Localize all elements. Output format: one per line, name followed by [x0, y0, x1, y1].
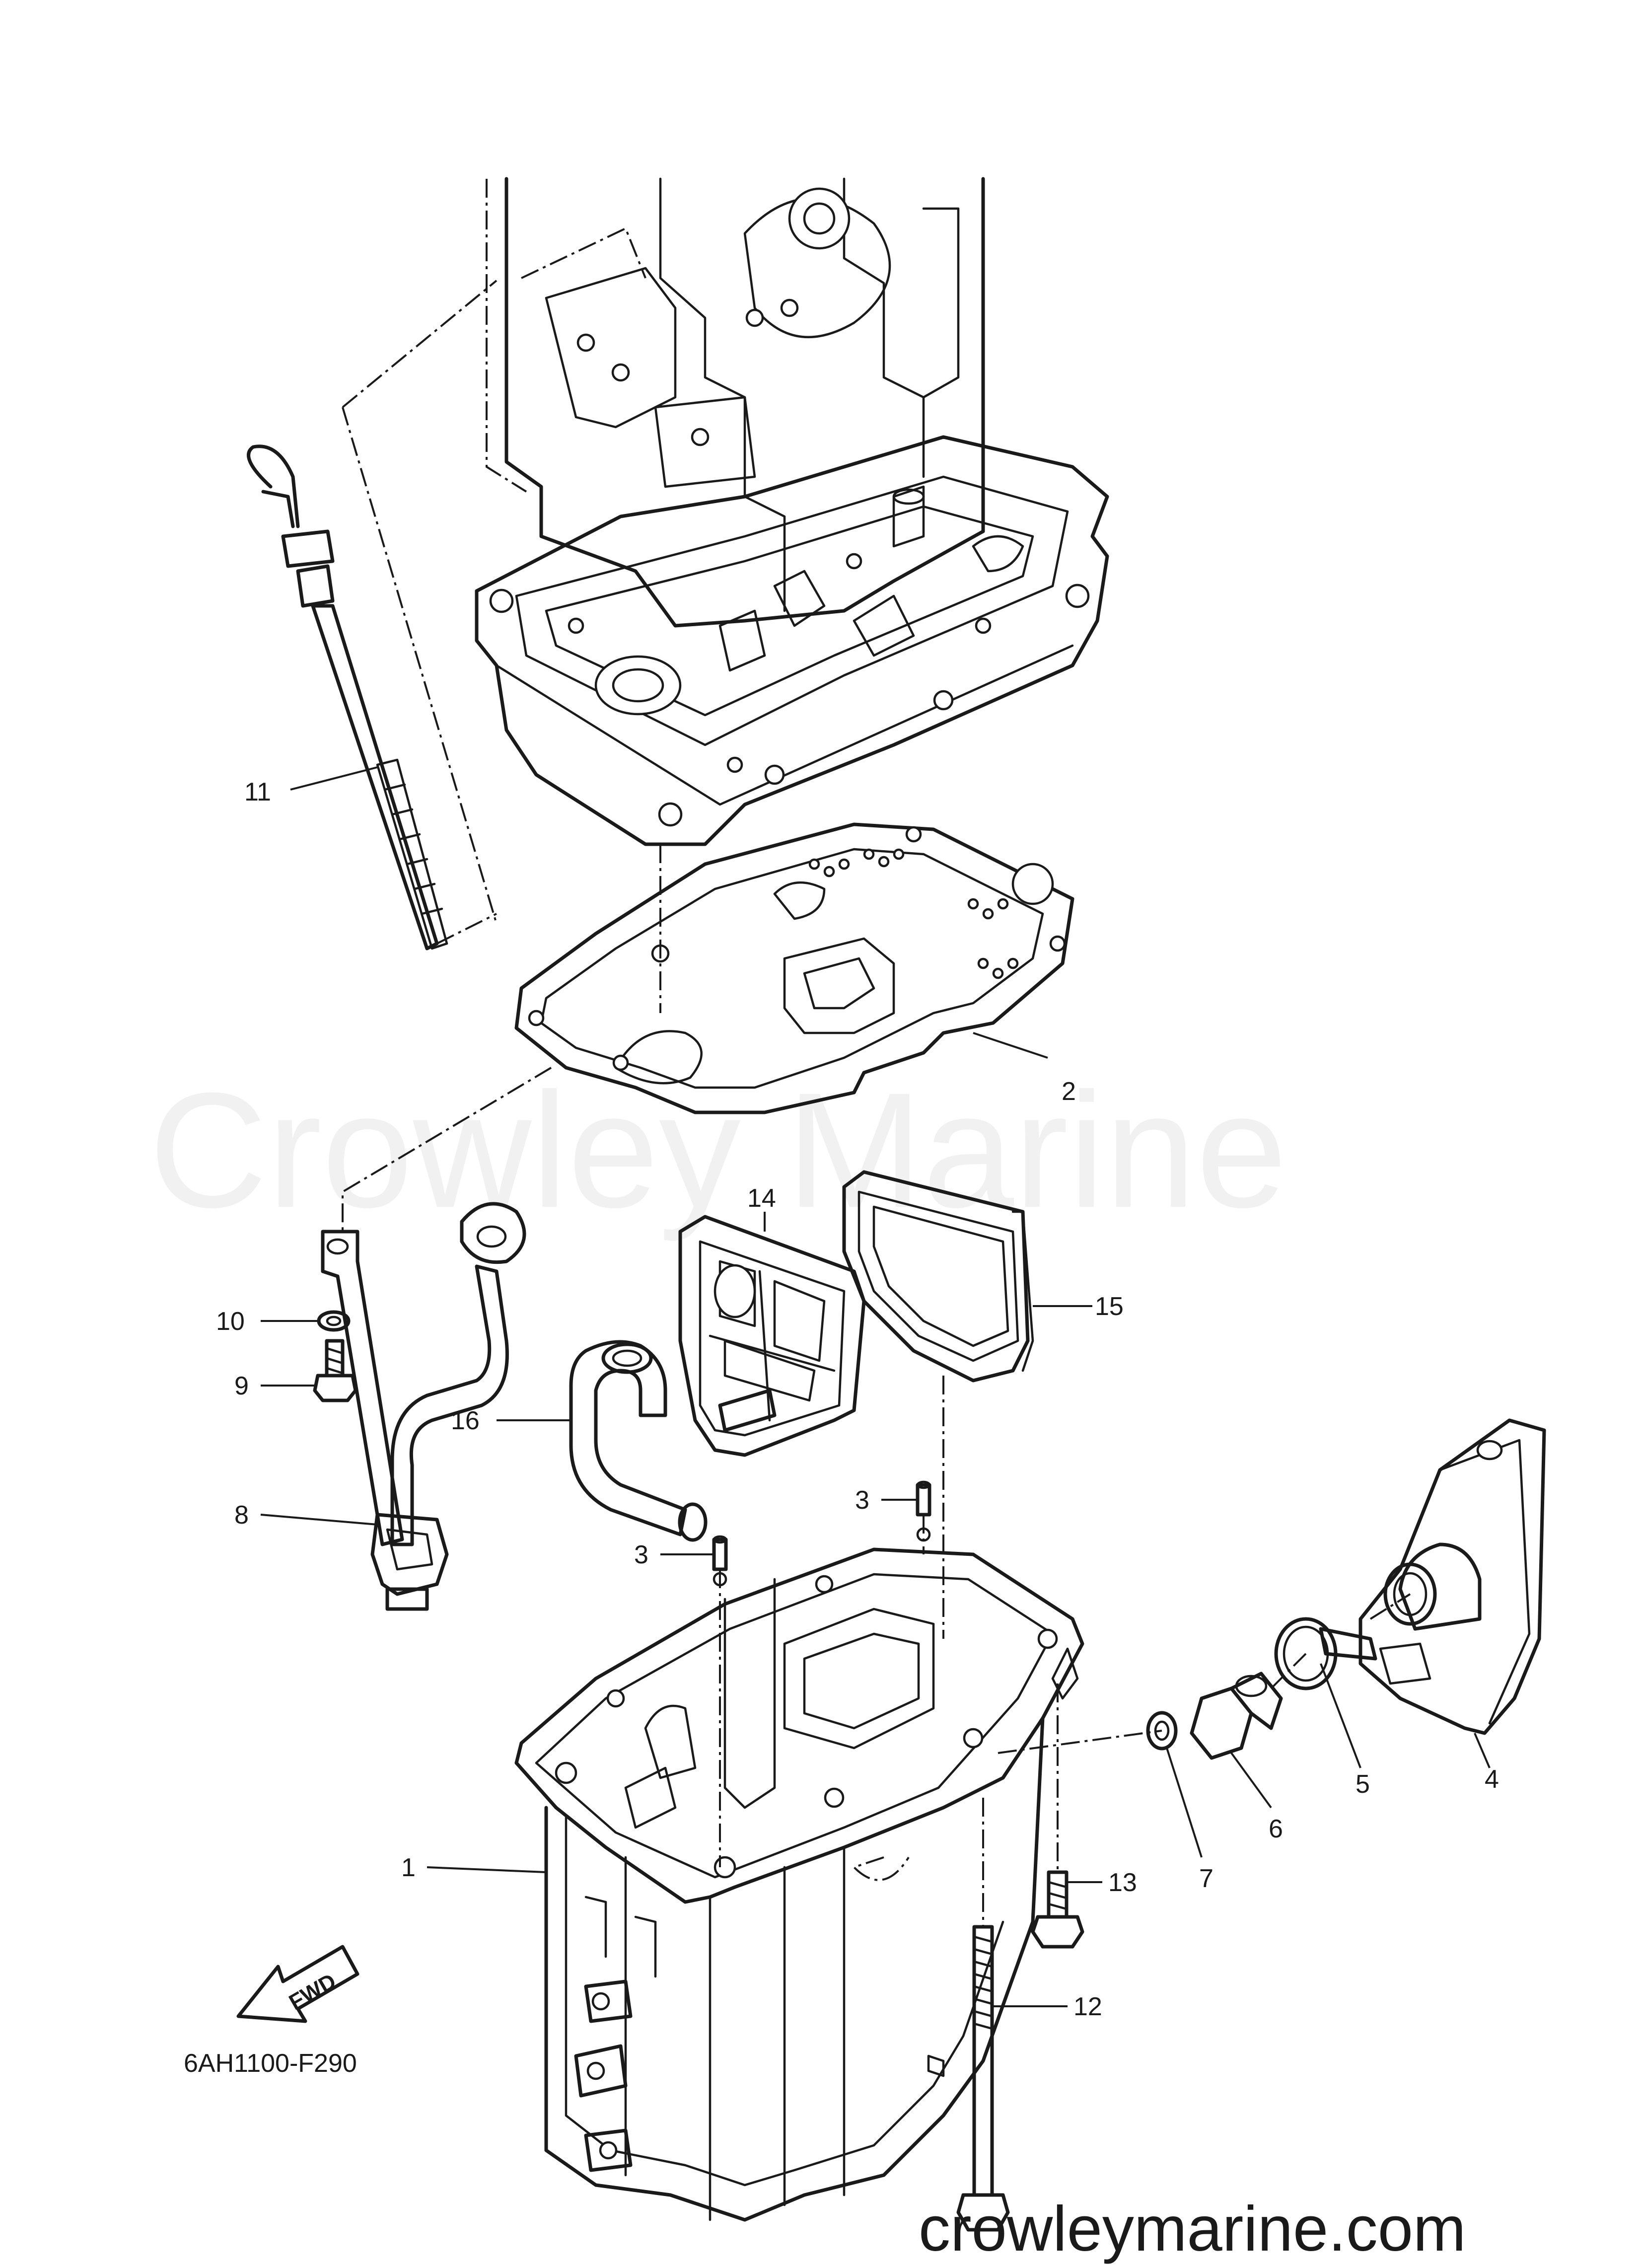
oil-pan — [514, 1527, 1084, 2222]
drain-housing — [1358, 1418, 1546, 1735]
callout-16: 16 — [451, 1406, 480, 1435]
gasket — [514, 822, 1074, 1114]
callout-labels: 11 2 14 15 10 9 16 8 3 3 4 5 6 7 13 1 12 — [216, 778, 1499, 2021]
callout-6: 6 — [1269, 1815, 1283, 1843]
callout-7: 7 — [1199, 1864, 1214, 1893]
callout-4: 4 — [1485, 1765, 1499, 1794]
callout-10: 10 — [216, 1307, 245, 1336]
exhaust-guide — [475, 435, 1109, 846]
bolt-12 — [956, 1925, 1010, 2232]
dipstick — [247, 444, 448, 951]
callout-14: 14 — [747, 1184, 776, 1213]
callout-1: 1 — [401, 1853, 416, 1882]
callout-11: 11 — [244, 778, 271, 806]
callout-2: 2 — [1062, 1077, 1076, 1106]
callout-9: 9 — [234, 1372, 249, 1400]
leader-lines — [260, 766, 1491, 2007]
engine-block — [486, 177, 985, 628]
alignment-lines — [342, 280, 1411, 1927]
dowel-pin-left — [712, 1535, 728, 1571]
callout-12: 12 — [1073, 1992, 1102, 2021]
oil-strainer — [321, 1202, 526, 1611]
gasket-bolt-holes — [808, 848, 1019, 979]
site-url: crowleymarine.com — [919, 2194, 1466, 2265]
bolt-13 — [1031, 1870, 1084, 1949]
strainer-plate — [678, 1215, 866, 1457]
diagram-code: 6AH1100-F290 — [184, 2049, 357, 2078]
bolt-9 — [313, 1339, 357, 1402]
watermark-text: Crowley Marine — [149, 1058, 1287, 1243]
callout-3-right: 3 — [855, 1486, 869, 1515]
fwd-arrow-icon: FWD — [236, 1945, 359, 2023]
washer — [317, 1310, 351, 1332]
callout-5: 5 — [1356, 1770, 1370, 1799]
callout-8: 8 — [234, 1501, 249, 1530]
callout-15: 15 — [1095, 1292, 1124, 1321]
dowel-pin-right — [916, 1480, 931, 1517]
filter-cover — [842, 1170, 1034, 1383]
hose-clip — [1274, 1617, 1377, 1690]
callout-3-left: 3 — [634, 1540, 648, 1569]
drain-bolt — [1190, 1672, 1283, 1760]
callout-13: 13 — [1108, 1868, 1137, 1897]
breather-hose — [569, 1340, 708, 1542]
